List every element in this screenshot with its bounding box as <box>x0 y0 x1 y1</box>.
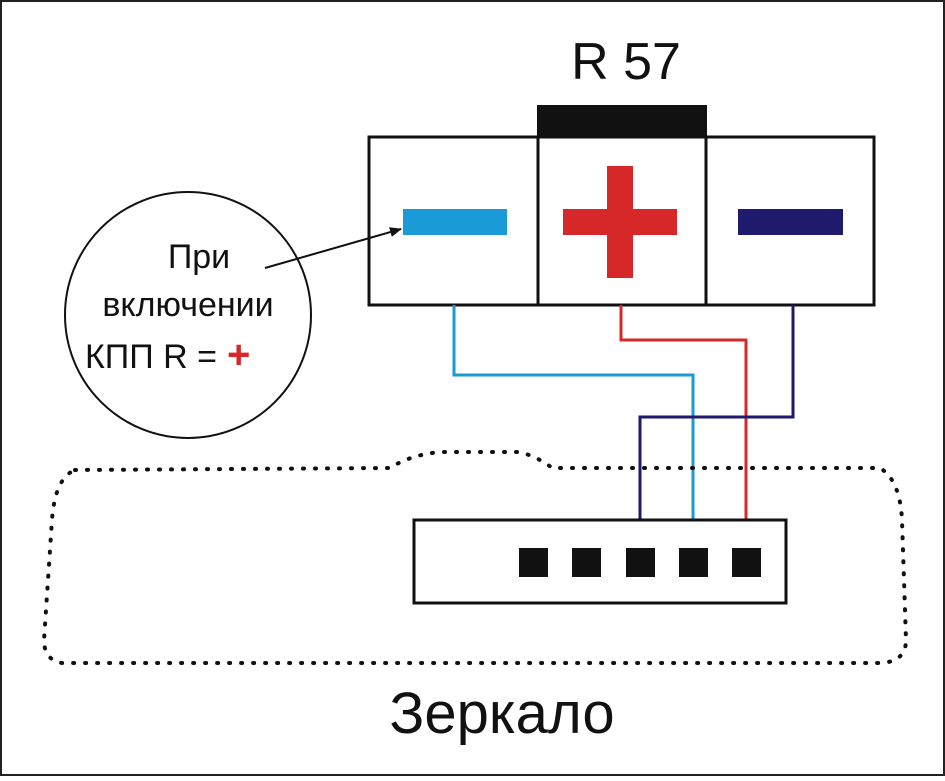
minus-sign-icon-right <box>738 209 843 235</box>
connector-r57 <box>367 135 876 307</box>
blue-wire <box>452 305 695 548</box>
connector-cap <box>537 105 707 140</box>
minus-sign-icon-left <box>403 209 507 235</box>
mirror-label: Зеркало <box>389 681 614 746</box>
callout-line-3-text: КПП R = <box>85 338 217 376</box>
callout-line-2: включении <box>102 286 273 324</box>
mirror-pin-1 <box>519 548 548 577</box>
mirror-pin-4 <box>679 548 708 577</box>
mirror-pin-3 <box>626 548 655 577</box>
navy-wire <box>638 305 795 548</box>
mirror-pin-2 <box>572 548 601 577</box>
callout-plus-sign: + <box>227 333 250 377</box>
callout-line-3: КПП R = + <box>85 333 250 377</box>
callout-arrow <box>264 227 402 269</box>
mirror-pin-5 <box>732 548 761 577</box>
connector-label: R 57 <box>571 33 681 91</box>
callout-circle <box>64 191 312 439</box>
red-wire <box>619 305 748 548</box>
callout-line-1: При <box>168 238 230 276</box>
plus-sign-icon-vertical <box>607 166 633 278</box>
